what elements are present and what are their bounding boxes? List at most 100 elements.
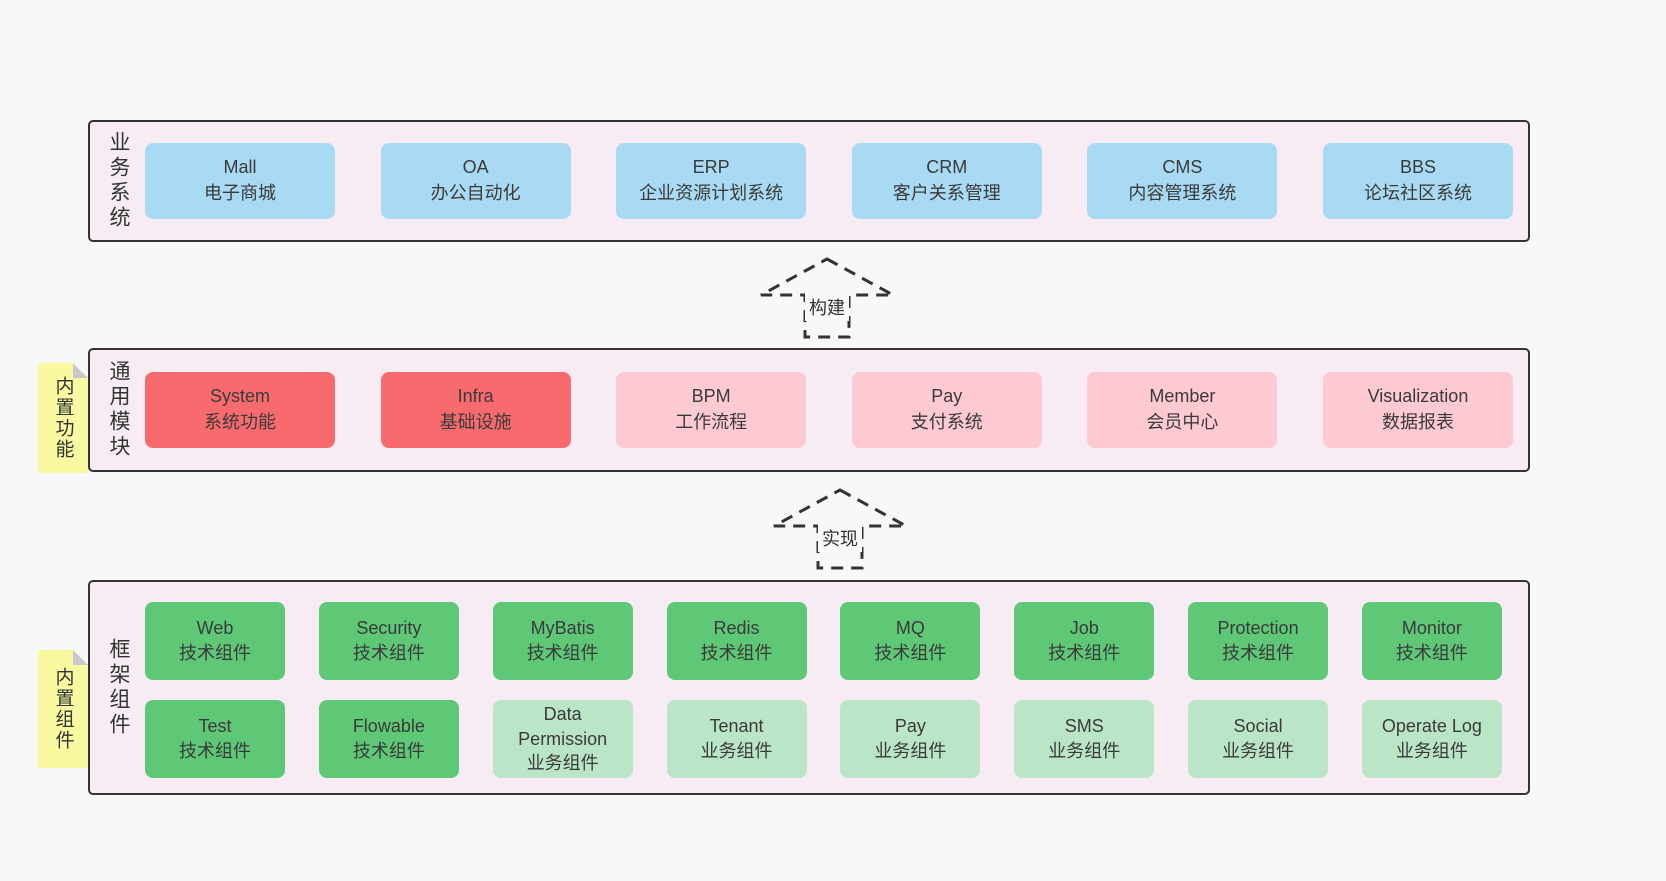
arrow-implement-label: 实现 (818, 524, 862, 552)
layer-business-systems: 业务系统 Mall 电子商城 OA 办公自动化 ERP 企业资源计划系统 CRM… (88, 120, 1530, 242)
dashed-up-arrow-icon (760, 257, 894, 339)
layer-framework-label: 框架组件 (107, 637, 130, 738)
box-mall: Mall 电子商城 (145, 143, 335, 219)
box-mybatis: MyBatis 技术组件 (492, 602, 633, 680)
box-title: Data Permission (518, 703, 608, 749)
modules-box-row: System 系统功能 Infra 基础设施 BPM 工作流程 Pay 支付系统… (145, 372, 1513, 448)
box-sms: SMS 业务组件 (1014, 700, 1155, 778)
box-subtitle: 技术组件 (1222, 643, 1295, 663)
box-social: Social 业务组件 (1188, 700, 1329, 778)
box-subtitle: 技术组件 (526, 643, 599, 663)
box-monitor: Monitor 技术组件 (1361, 602, 1502, 680)
box-title: MQ (895, 618, 925, 639)
sticky-note-text: 内置组件 (52, 667, 74, 751)
box-title: Job (1069, 618, 1099, 639)
box-flowable: Flowable 技术组件 (318, 700, 459, 778)
sticky-note-text: 内置功能 (52, 376, 74, 460)
box-subtitle: 技术组件 (700, 643, 773, 663)
box-title: SMS (1064, 716, 1104, 737)
box-title: Social (1233, 716, 1283, 737)
box-bpm: BPM 工作流程 (616, 372, 807, 448)
box-member: Member 会员中心 (1087, 372, 1278, 448)
box-subtitle: 技术组件 (352, 741, 425, 761)
box-subtitle: 工作流程 (675, 412, 748, 432)
box-subtitle: 企业资源计划系统 (639, 183, 784, 203)
box-tenant: Tenant 业务组件 (666, 700, 807, 778)
arrow-build: 构建 (757, 255, 897, 341)
box-subtitle: 业务组件 (1048, 741, 1121, 761)
box-subtitle: 技术组件 (1048, 643, 1121, 663)
box-visualization: Visualization 数据报表 (1322, 372, 1513, 448)
box-system: System 系统功能 (145, 372, 335, 448)
box-title: CMS (1162, 157, 1203, 178)
box-title: Test (198, 716, 232, 737)
layer-modules-label: 通用模块 (107, 360, 130, 460)
box-title: Visualization (1367, 386, 1469, 407)
box-title: Pay (894, 716, 926, 737)
box-title: Protection (1217, 618, 1299, 639)
box-title: System (209, 386, 270, 407)
box-title: Flowable (352, 716, 425, 737)
box-subtitle: 支付系统 (910, 412, 983, 432)
box-crm: CRM 客户关系管理 (851, 143, 1042, 219)
box-protection: Protection 技术组件 (1188, 602, 1329, 680)
box-job: Job 技术组件 (1014, 602, 1155, 680)
framework-box-row-2: Test 技术组件 Flowable 技术组件 Data Permission … (145, 700, 1502, 778)
arrow-build-label: 构建 (805, 293, 849, 321)
box-title: Monitor (1401, 618, 1462, 639)
box-mq: MQ 技术组件 (840, 602, 981, 680)
box-pay-component: Pay 业务组件 (840, 700, 981, 778)
box-title: Pay (931, 386, 963, 407)
box-web: Web 技术组件 (145, 602, 285, 680)
box-subtitle: 电子商城 (204, 183, 276, 203)
box-title: Security (356, 618, 422, 639)
box-operate-log: Operate Log 业务组件 (1361, 700, 1502, 778)
box-subtitle: 基础设施 (439, 412, 512, 432)
box-subtitle: 论坛社区系统 (1363, 183, 1472, 203)
box-subtitle: 数据报表 (1381, 412, 1454, 432)
box-erp: ERP 企业资源计划系统 (616, 143, 807, 219)
box-subtitle: 业务组件 (1222, 741, 1295, 761)
box-subtitle: 业务组件 (874, 741, 947, 761)
box-title: Infra (457, 386, 494, 407)
box-subtitle: 业务组件 (526, 753, 599, 774)
framework-box-row-1: Web 技术组件 Security 技术组件 MyBatis 技术组件 Redi… (145, 602, 1502, 680)
box-cms: CMS 内容管理系统 (1087, 143, 1278, 219)
box-subtitle: 业务组件 (700, 741, 773, 761)
box-title: Tenant (709, 716, 764, 737)
box-title: Web (196, 618, 234, 639)
business-box-row: Mall 电子商城 OA 办公自动化 ERP 企业资源计划系统 CRM 客户关系… (145, 143, 1513, 219)
box-oa: OA 办公自动化 (380, 143, 571, 219)
arrow-implement: 实现 (770, 486, 910, 572)
box-title: Member (1149, 386, 1216, 407)
box-title: MyBatis (530, 618, 595, 639)
layer-business-label: 业务系统 (107, 131, 130, 231)
box-title: CRM (926, 157, 968, 178)
box-pay-system: Pay 支付系统 (851, 372, 1042, 448)
box-title: BPM (691, 386, 731, 407)
layer-framework-components: 框架组件 Web 技术组件 Security 技术组件 MyBatis 技术组件… (88, 580, 1530, 795)
box-subtitle: 系统功能 (204, 412, 276, 432)
box-title: BBS (1399, 157, 1436, 178)
box-test: Test 技术组件 (145, 700, 285, 778)
box-data-permission: Data Permission 业务组件 (492, 700, 633, 778)
box-security: Security 技术组件 (318, 602, 459, 680)
box-redis: Redis 技术组件 (666, 602, 807, 680)
box-title: OA (462, 157, 489, 178)
box-subtitle: 内容管理系统 (1128, 183, 1237, 203)
box-subtitle: 技术组件 (179, 741, 251, 761)
box-title: Operate Log (1381, 716, 1482, 737)
box-title: Mall (223, 157, 257, 178)
dashed-up-arrow-icon (773, 488, 907, 570)
box-subtitle: 技术组件 (1395, 643, 1468, 663)
sticky-note-builtin-components: 内置组件 (38, 650, 88, 768)
box-subtitle: 办公自动化 (430, 183, 521, 203)
box-subtitle: 会员中心 (1146, 412, 1219, 432)
box-subtitle: 业务组件 (1395, 741, 1468, 761)
box-title: ERP (692, 157, 730, 178)
box-subtitle: 客户关系管理 (892, 183, 1001, 203)
sticky-note-builtin-features: 内置功能 (38, 363, 88, 473)
box-title: Redis (713, 618, 760, 639)
box-subtitle: 技术组件 (874, 643, 947, 663)
